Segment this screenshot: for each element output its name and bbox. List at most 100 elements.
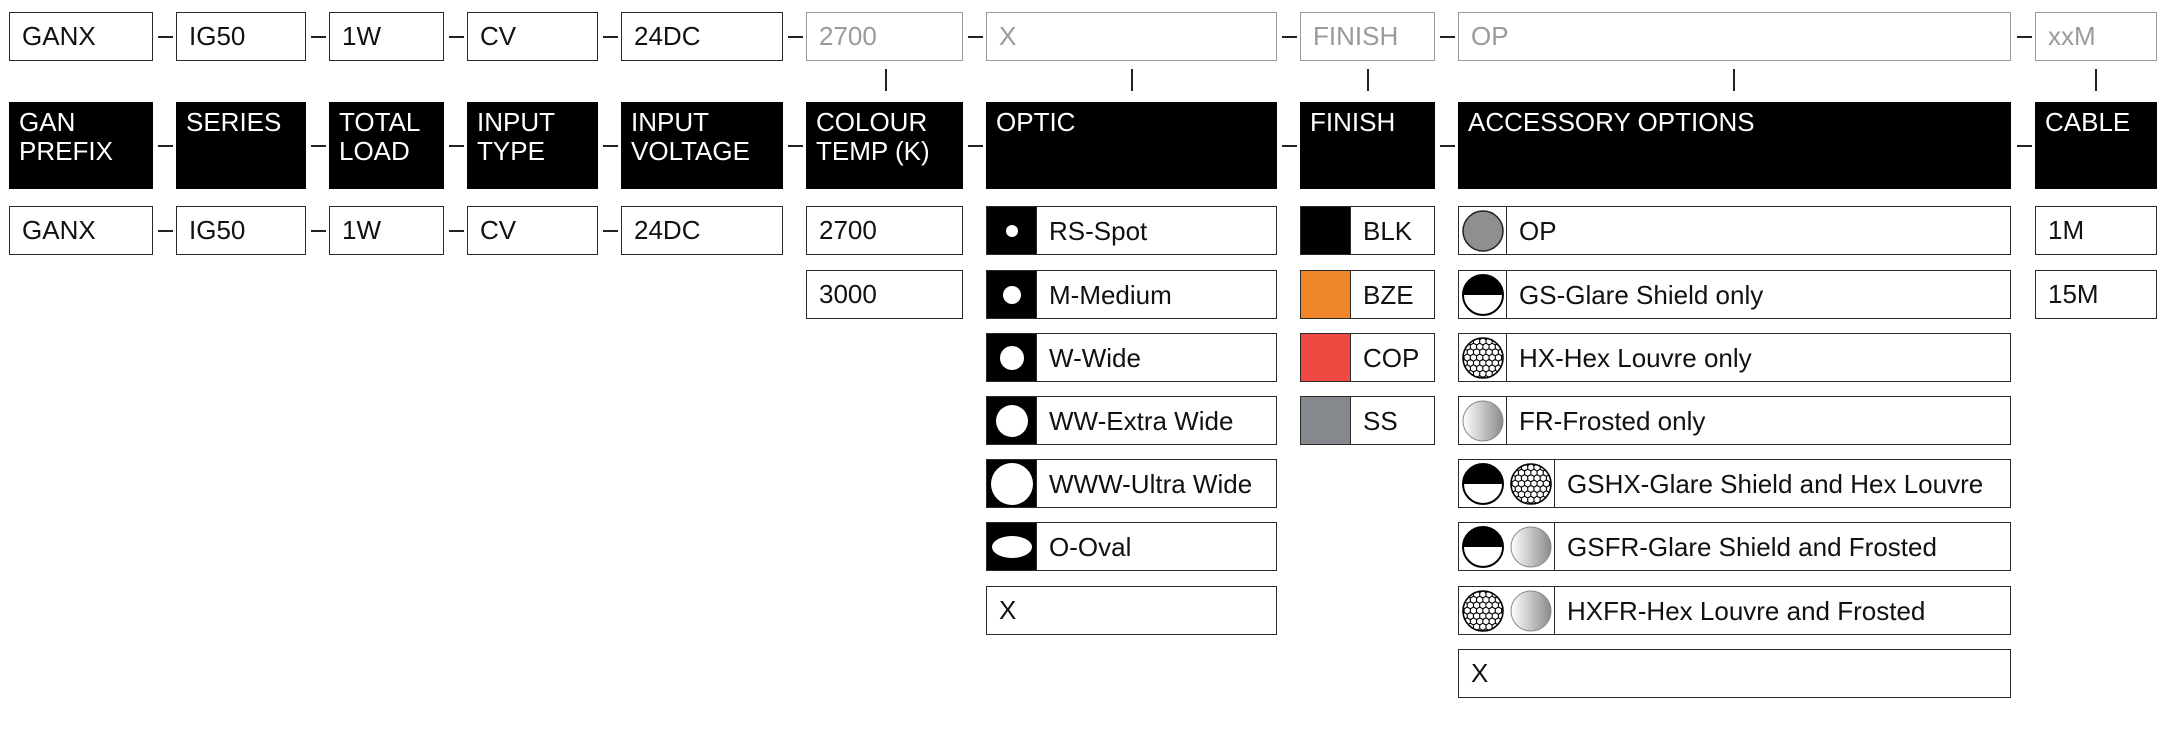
- code-separator: [968, 36, 983, 38]
- finish-label: COP: [1363, 342, 1420, 373]
- header-separator: [603, 145, 618, 147]
- header-separator: [449, 145, 464, 147]
- optic-label: O-Oval: [1049, 531, 1132, 562]
- connector-tick: [1733, 69, 1735, 91]
- header-input-type: INPUT TYPE: [467, 102, 598, 189]
- accessory-label: FR-Frosted only: [1519, 405, 1706, 436]
- option-input-voltage: 24DC: [621, 206, 783, 255]
- optic-label: RS-Spot: [1049, 215, 1148, 246]
- option-colour-temp-2700: 2700: [806, 206, 963, 255]
- glare-shield-icon: [1459, 460, 1507, 507]
- accessory-label: OP: [1519, 215, 1557, 246]
- accessory-label: HX-Hex Louvre only: [1519, 342, 1752, 373]
- option-separator: [603, 230, 618, 232]
- hex-louvre-icon: [1459, 334, 1507, 381]
- accessory-option-fr: FR-Frosted only: [1458, 396, 2011, 445]
- optic-option-m-medium: M-Medium: [986, 270, 1277, 319]
- optic-option-w-wide: W-Wide: [986, 333, 1277, 382]
- hex-louvre-icon: [1507, 460, 1555, 507]
- finish-label: BLK: [1363, 215, 1413, 246]
- spot-dot-icon: [987, 207, 1037, 254]
- header-gan-prefix: GAN PREFIX: [9, 102, 153, 189]
- code-separator: [1282, 36, 1297, 38]
- finish-option-ss: SS: [1300, 396, 1435, 445]
- option-cable-15m: 15M: [2035, 270, 2157, 319]
- code-separator: [449, 36, 464, 38]
- finish-swatch: [1301, 207, 1351, 254]
- header-separator: [788, 145, 803, 147]
- option-input-type: CV: [467, 206, 598, 255]
- option-separator: [158, 230, 173, 232]
- accessory-label: GSFR-Glare Shield and Frosted: [1567, 531, 1937, 562]
- header-cable: CABLE: [2035, 102, 2157, 189]
- optic-option-x: X: [986, 586, 1277, 635]
- finish-swatch: [1301, 397, 1351, 444]
- frosted-lens-icon: [1507, 523, 1555, 570]
- code-series: IG50: [176, 12, 306, 61]
- oval-icon: [987, 523, 1037, 570]
- code-separator: [2017, 36, 2032, 38]
- finish-swatch: [1301, 271, 1351, 318]
- optic-label: WWW-Ultra Wide: [1049, 468, 1253, 499]
- connector-tick: [885, 69, 887, 91]
- code-separator: [311, 36, 326, 38]
- optic-label: M-Medium: [1049, 279, 1172, 310]
- header-optic: OPTIC: [986, 102, 1277, 189]
- optic-option-www-ultra-wide: WWW-Ultra Wide: [986, 459, 1277, 508]
- glare-shield-icon: [1459, 523, 1507, 570]
- code-colour-temp: 2700: [806, 12, 963, 61]
- accessory-label: HXFR-Hex Louvre and Frosted: [1567, 595, 1926, 626]
- accessory-label: GSHX-Glare Shield and Hex Louvre: [1567, 468, 1984, 499]
- option-gan-prefix: GANX: [9, 206, 153, 255]
- code-separator: [603, 36, 618, 38]
- finish-option-bze: BZE: [1300, 270, 1435, 319]
- accessory-label: GS-Glare Shield only: [1519, 279, 1764, 310]
- frosted-lens-icon: [1507, 587, 1555, 634]
- header-colour-temp: COLOUR TEMP (K): [806, 102, 963, 189]
- code-optic: X: [986, 12, 1277, 61]
- header-separator: [1440, 145, 1455, 147]
- connector-tick: [2095, 69, 2097, 91]
- optic-label: WW-Extra Wide: [1049, 405, 1234, 436]
- connector-tick: [1367, 69, 1369, 91]
- header-accessory-options: ACCESSORY OPTIONS: [1458, 102, 2011, 189]
- hex-louvre-icon: [1459, 587, 1507, 634]
- finish-option-cop: COP: [1300, 333, 1435, 382]
- option-separator: [449, 230, 464, 232]
- finish-label: SS: [1363, 405, 1398, 436]
- glare-shield-icon: [1459, 271, 1507, 318]
- optic-label: W-Wide: [1049, 342, 1141, 373]
- code-accessory: OP: [1458, 12, 2011, 61]
- header-separator: [311, 145, 326, 147]
- code-separator: [158, 36, 173, 38]
- finish-label: BZE: [1363, 279, 1414, 310]
- accessory-option-gshx: GSHX-Glare Shield and Hex Louvre: [1458, 459, 2011, 508]
- code-separator: [788, 36, 803, 38]
- header-series: SERIES: [176, 102, 306, 189]
- header-separator: [2017, 145, 2032, 147]
- medium-dot-icon: [987, 271, 1037, 318]
- option-total-load: 1W: [329, 206, 444, 255]
- option-cable-1m: 1M: [2035, 206, 2157, 255]
- header-separator: [968, 145, 983, 147]
- option-separator: [311, 230, 326, 232]
- accessory-option-gsfr: GSFR-Glare Shield and Frosted: [1458, 522, 2011, 571]
- code-total-load: 1W: [329, 12, 444, 61]
- header-total-load: TOTAL LOAD: [329, 102, 444, 189]
- extra-wide-dot-icon: [987, 397, 1037, 444]
- header-input-voltage: INPUT VOLTAGE: [621, 102, 783, 189]
- code-input-type: CV: [467, 12, 598, 61]
- accessory-option-gs: GS-Glare Shield only: [1458, 270, 2011, 319]
- header-finish: FINISH: [1300, 102, 1435, 189]
- accessory-option-hxfr: HXFR-Hex Louvre and Frosted: [1458, 586, 2011, 635]
- accessory-option-x: X: [1458, 649, 2011, 698]
- option-colour-temp-3000: 3000: [806, 270, 963, 319]
- optic-option-rs-spot: RS-Spot: [986, 206, 1277, 255]
- header-separator: [1282, 145, 1297, 147]
- code-input-voltage: 24DC: [621, 12, 783, 61]
- opaque-grey-circle-icon: [1459, 207, 1507, 254]
- frosted-lens-icon: [1459, 397, 1507, 444]
- code-cable: xxM: [2035, 12, 2157, 61]
- code-gan-prefix: GANX: [9, 12, 153, 61]
- option-series: IG50: [176, 206, 306, 255]
